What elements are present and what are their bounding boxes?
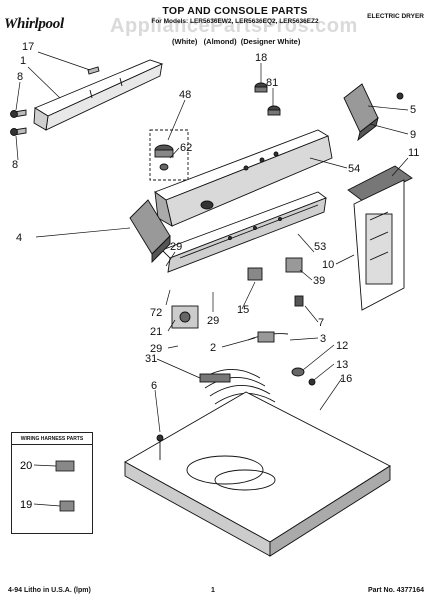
callout-11: 11 bbox=[408, 147, 419, 159]
callout-48: 48 bbox=[179, 89, 191, 101]
footer-part-number: Part No. 4377164 bbox=[367, 587, 424, 594]
screw-parts bbox=[10, 66, 100, 136]
wiring-inset-drawing: 20 19 bbox=[20, 460, 75, 512]
callout-29-a: 29 bbox=[170, 241, 182, 253]
product-type: ELECTRIC DRYER bbox=[367, 13, 424, 20]
callout-18: 18 bbox=[255, 52, 267, 64]
console-panel-part bbox=[154, 129, 333, 227]
watermark: AppliancePartsPros.com bbox=[110, 15, 358, 37]
callout-15: 15 bbox=[237, 304, 249, 316]
callout-5: 5 bbox=[410, 104, 416, 116]
callout-6: 6 bbox=[151, 380, 157, 392]
callout-53: 53 bbox=[314, 241, 326, 253]
color-variants: (White) (Almond) (Designer White) bbox=[172, 37, 301, 46]
callout-72: 72 bbox=[150, 307, 162, 319]
callout-54: 54 bbox=[348, 163, 360, 175]
callout-7: 7 bbox=[318, 317, 324, 329]
callout-19: 19 bbox=[20, 499, 32, 511]
callout-16: 16 bbox=[340, 373, 352, 385]
timer-part bbox=[171, 305, 199, 329]
callout-20: 20 bbox=[20, 460, 32, 472]
stud-part bbox=[156, 434, 164, 460]
callout-8-bottom: 8 bbox=[12, 159, 18, 171]
callout-62: 62 bbox=[180, 142, 192, 154]
callout-4: 4 bbox=[16, 232, 22, 244]
callout-12: 12 bbox=[336, 340, 348, 352]
left-end-cap-part bbox=[129, 199, 171, 264]
callout-8-top: 8 bbox=[17, 71, 23, 83]
rear-bracket-part bbox=[33, 59, 164, 131]
wiring-inset-title: WIRING HARNESS PARTS bbox=[12, 433, 92, 445]
callout-3: 3 bbox=[320, 333, 326, 345]
callout-2: 2 bbox=[210, 342, 216, 354]
switch-parts bbox=[247, 257, 304, 307]
right-end-cap-part bbox=[343, 83, 404, 142]
page-title: TOP AND CONSOLE PARTS bbox=[162, 5, 308, 17]
knob-group-48 bbox=[149, 129, 189, 181]
model-numbers: For Models: LER5636EW2, LER5636EQ2, LER5… bbox=[151, 18, 319, 25]
callout-9: 9 bbox=[410, 129, 416, 141]
footer-page-number: 1 bbox=[211, 587, 215, 594]
callout-10: 10 bbox=[322, 259, 334, 271]
side-panel-part bbox=[347, 165, 413, 311]
console-base-part bbox=[161, 191, 327, 273]
harness-connector-part bbox=[247, 331, 289, 343]
callout-13: 13 bbox=[336, 359, 348, 371]
footer-litho: 4-94 Litho in U.S.A. (lpm) bbox=[8, 587, 91, 594]
callout-31: 31 bbox=[145, 353, 157, 365]
callout-29-b: 29 bbox=[207, 315, 219, 327]
dryer-top-part bbox=[124, 391, 391, 557]
callout-29-c: 29 bbox=[150, 343, 162, 355]
clip-parts bbox=[291, 367, 316, 386]
callout-39: 39 bbox=[313, 275, 325, 287]
wiring-harness-inset: WIRING HARNESS PARTS 20 19 bbox=[11, 432, 93, 534]
callout-81: 81 bbox=[266, 77, 278, 89]
wiring-harness-part bbox=[199, 369, 276, 405]
whirlpool-logo: Whirlpool bbox=[4, 16, 64, 32]
callout-17: 17 bbox=[22, 41, 34, 53]
callout-1: 1 bbox=[20, 55, 26, 67]
knob-parts bbox=[254, 82, 281, 116]
callout-21: 21 bbox=[150, 326, 162, 338]
